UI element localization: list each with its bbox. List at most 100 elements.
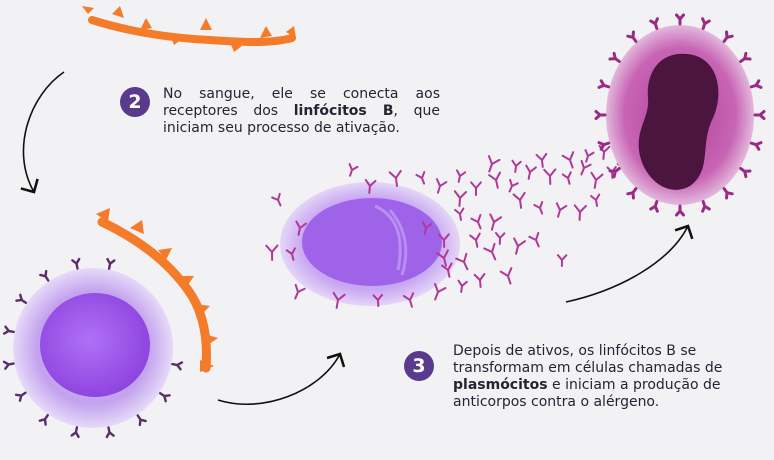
plasma-cell-antibody — [649, 200, 659, 213]
plasma-cell-antibody — [701, 17, 711, 30]
plasma-cell-antibody — [597, 141, 611, 151]
antibody — [590, 171, 604, 189]
b-cell-receptor — [158, 392, 171, 403]
antibody — [421, 221, 433, 235]
b-cell-receptor — [2, 360, 15, 370]
plasma-cell-antibody — [626, 30, 638, 43]
antibody — [473, 272, 486, 288]
antibody — [535, 152, 548, 168]
antibody — [435, 178, 448, 194]
step-3-line-2: transformam em células chamadas de — [453, 360, 723, 376]
antibody — [455, 252, 469, 271]
b-cell-receptor — [14, 391, 27, 402]
plasma-cell-antibody — [739, 166, 752, 179]
step-2-caption: No sangue, ele se conecta aos receptores… — [163, 86, 440, 137]
b-cell-receptor — [71, 257, 81, 270]
b-cell-receptor — [2, 325, 15, 335]
antibody — [561, 151, 575, 169]
antibody — [489, 213, 503, 231]
antibody — [513, 237, 526, 255]
step-2-badge: 2 — [120, 87, 150, 117]
antibody — [494, 232, 506, 245]
antibody — [455, 169, 467, 183]
antibody — [441, 262, 453, 278]
antibody — [508, 178, 519, 193]
plasma-cell-antibody — [753, 110, 766, 120]
antibody — [434, 283, 447, 301]
b-cell-receptor — [70, 426, 80, 439]
antibody — [454, 207, 465, 221]
step-3-caption: Depois de ativos, os linfócitos B se tra… — [453, 343, 774, 411]
plasma-cell-antibody — [749, 141, 763, 151]
plasma-cell-antibody — [626, 187, 638, 200]
b-cell — [2, 257, 184, 439]
antibody — [332, 291, 346, 309]
b-cell-receptor — [136, 414, 147, 427]
antibody — [470, 181, 482, 196]
step-3-line-1: Depois de ativos, os linfócitos B se — [453, 343, 697, 359]
step-3-badge: 3 — [404, 351, 434, 381]
plasma-cell-antibody — [597, 79, 611, 89]
antibody — [438, 233, 450, 248]
plasma-cell-antibody — [749, 79, 763, 89]
antibody — [512, 191, 526, 209]
antibody — [271, 192, 282, 207]
antibody — [436, 249, 449, 267]
antibody — [348, 163, 359, 177]
antibody — [402, 292, 415, 308]
antibody — [470, 213, 482, 230]
plasma-cell-antibodies — [594, 13, 766, 217]
antibody — [457, 279, 468, 293]
arrow-1 — [20, 71, 65, 194]
plasma-cell-antibody — [608, 166, 621, 179]
antibody — [415, 171, 426, 185]
antibody — [573, 204, 587, 221]
antibody — [584, 149, 595, 163]
step-3-line-4: anticorpos contra o alérgeno. — [453, 394, 660, 410]
antibody — [488, 171, 502, 189]
plasma-cell-antibody — [675, 13, 685, 26]
antibodies-cloud — [265, 144, 629, 309]
antibody — [469, 232, 481, 248]
arrow-3 — [565, 224, 694, 303]
antibody — [372, 293, 383, 307]
antibody — [499, 267, 513, 285]
b-cell-receptors — [2, 257, 184, 439]
b-cell-receptor — [105, 426, 115, 439]
b-cell-receptor — [39, 269, 50, 282]
plasma-cell-antibody — [675, 204, 685, 217]
plasma-cell-antibody — [594, 110, 607, 120]
antibody — [533, 201, 544, 215]
step-3-line-3-after: e iniciam a produção de — [547, 377, 721, 393]
antibody — [483, 242, 497, 261]
antibody — [364, 178, 377, 194]
b-cell-receptor — [171, 361, 184, 371]
activated-b-cell — [280, 182, 460, 306]
plasma-cell-antibody — [722, 187, 734, 200]
plasma-cell-antibody — [608, 51, 621, 64]
antibody — [487, 155, 501, 173]
antibody — [453, 190, 468, 207]
antibody — [294, 283, 306, 300]
antibody — [265, 244, 279, 261]
step-3-line-3: plasmócitos e iniciam a produção de — [453, 377, 774, 394]
antibody — [556, 254, 568, 267]
b-cell-receptor — [106, 257, 116, 270]
step-2-text-bold: linfócitos B — [293, 103, 394, 119]
antibody — [598, 144, 611, 160]
antibody — [525, 164, 537, 180]
antibody — [543, 168, 557, 185]
plasma-cell-antibody — [701, 200, 711, 213]
arrow-2 — [217, 352, 346, 405]
b-cell-receptor — [15, 293, 28, 304]
b-cell-receptor — [38, 413, 49, 426]
plasma-cell-antibody — [649, 17, 659, 30]
antibody — [555, 202, 568, 218]
antibody — [285, 247, 296, 261]
antibody — [511, 159, 522, 173]
plasma-cell — [594, 13, 766, 217]
step-3-text-bold: plasmócitos — [453, 377, 548, 393]
step-2-text-after: , que iniciam seu processo de ativação. — [163, 103, 440, 136]
step-2-text-before: No sangue, ele se conecta aos receptores… — [163, 86, 440, 119]
antibody — [590, 193, 601, 207]
